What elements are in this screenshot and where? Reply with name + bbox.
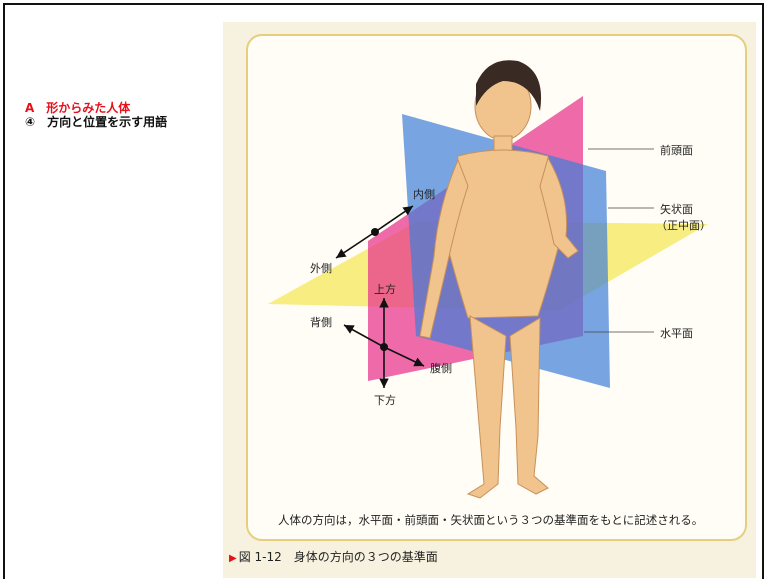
label-superior: 上方	[374, 283, 396, 296]
section-subtitle: ④ 方向と位置を示す用語	[25, 115, 168, 129]
section-category: A 形からみた人体	[25, 101, 131, 115]
figure-number: 図 1-12	[238, 550, 282, 564]
caption-triangle-icon: ▶	[229, 553, 237, 564]
label-horizontal-plane: 水平面	[660, 327, 693, 340]
label-sagittal-plane: 矢状面	[660, 203, 693, 216]
figure-description: 人体の方向は，水平面・前頭面・矢状面という３つの基準面をもとに記述される。	[278, 513, 704, 527]
figure-caption: ▶図 1-12 身体の方向の３つの基準面	[229, 548, 438, 565]
label-coronal-plane: 前頭面	[660, 144, 693, 157]
page-frame: A 形からみた人体 ④ 方向と位置を示す用語	[3, 3, 764, 579]
label-inferior: 下方	[374, 394, 396, 407]
anatomical-planes-illustration	[268, 60, 708, 499]
figure-panel: 前頭面 矢状面 （正中面） 水平面 内側 外側 上方 下方 背側 腹側 人体の方…	[223, 22, 756, 578]
label-medial: 内側	[413, 188, 435, 201]
label-sagittal-alt: （正中面）	[656, 219, 711, 232]
figure-title: 身体の方向の３つの基準面	[293, 550, 438, 564]
figure-illustration-frame: 前頭面 矢状面 （正中面） 水平面 内側 外側 上方 下方 背側 腹側 人体の方…	[246, 34, 747, 541]
label-dorsal: 背側	[310, 316, 332, 329]
label-lateral: 外側	[310, 262, 332, 275]
label-ventral: 腹側	[430, 362, 452, 375]
human-figure	[419, 60, 579, 499]
